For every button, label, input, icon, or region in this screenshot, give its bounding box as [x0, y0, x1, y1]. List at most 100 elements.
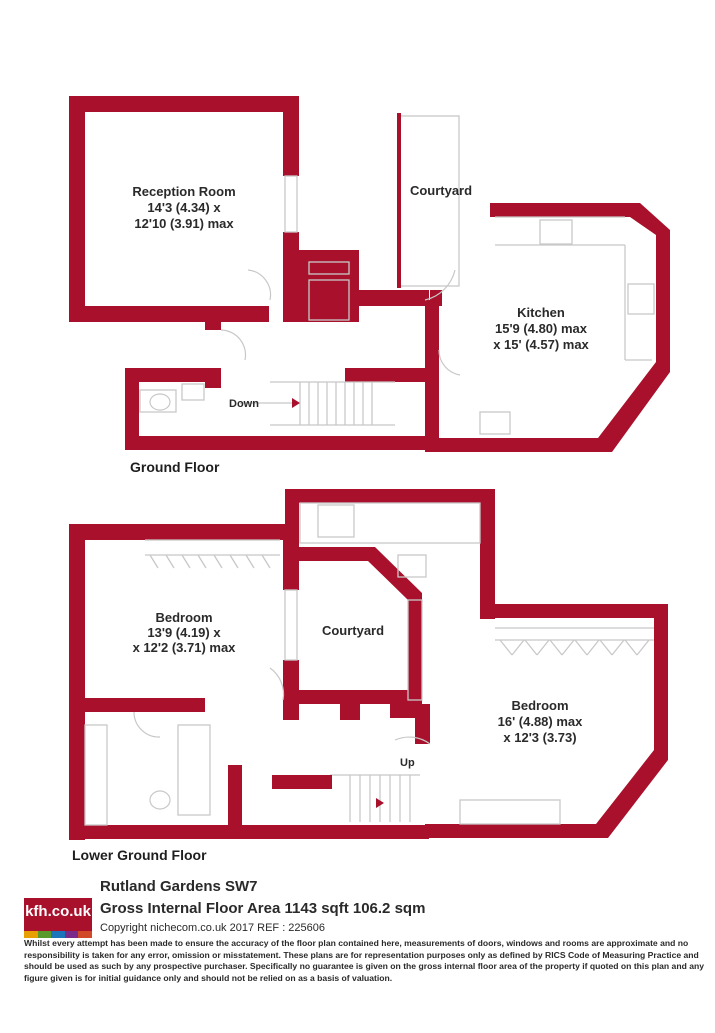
partition — [181, 554, 191, 569]
door-swing — [424, 269, 456, 301]
wall — [125, 368, 220, 382]
logo-stripe — [51, 931, 65, 938]
fixture — [398, 115, 460, 287]
logo-stripe — [64, 931, 79, 938]
logo-stripes — [24, 931, 92, 938]
partition — [586, 639, 600, 656]
partition — [524, 639, 538, 656]
door-swing — [220, 329, 247, 361]
wall — [390, 704, 420, 718]
fixture — [308, 261, 350, 275]
reception-room-dim1: 14'3 (4.34) x — [147, 200, 221, 215]
wall — [285, 489, 495, 503]
fixture — [308, 279, 350, 321]
partition — [165, 554, 175, 569]
fixture — [539, 219, 573, 245]
partition — [245, 554, 255, 569]
door-swing — [394, 736, 431, 745]
logo-text: kfh.co.uk — [25, 903, 91, 920]
partition — [574, 639, 588, 656]
wall — [397, 113, 401, 288]
fixture — [407, 599, 423, 701]
wall — [299, 690, 422, 704]
stair-up-label: Up — [400, 757, 415, 769]
partition — [511, 639, 525, 656]
floor-area: Gross Internal Floor Area 1143 sqft 106.… — [100, 900, 426, 917]
logo-stripe — [24, 931, 38, 938]
wall — [285, 489, 299, 561]
fixture — [627, 283, 655, 315]
partition — [536, 639, 550, 656]
partition — [499, 639, 513, 656]
partition — [197, 554, 207, 569]
stair-arrow-icon — [292, 398, 300, 408]
wall — [340, 700, 360, 720]
fixture — [84, 724, 108, 826]
kitchen-name: Kitchen — [517, 305, 565, 320]
toilet-icon — [149, 393, 171, 411]
partition — [624, 639, 638, 656]
wall — [125, 368, 139, 450]
toilet-icon — [149, 790, 171, 810]
wall — [272, 775, 332, 789]
partition — [549, 639, 563, 656]
wall — [69, 524, 299, 540]
wall — [299, 547, 422, 700]
copyright: Copyright nichecom.co.uk 2017 REF : 2256… — [100, 922, 326, 934]
disclaimer: Whilst every attempt has been made to en… — [24, 938, 705, 983]
bedroom1-dim2: x 12'2 (3.71) max — [133, 640, 237, 655]
logo-stripe — [78, 931, 92, 938]
door-swing — [133, 711, 161, 738]
wall — [283, 96, 299, 176]
door-swing — [438, 349, 461, 376]
stair-down-label: Down — [229, 398, 259, 410]
wall — [228, 765, 242, 825]
wall — [140, 698, 154, 712]
fixture — [177, 724, 211, 816]
reception-room-name: Reception Room — [132, 184, 235, 199]
wall — [69, 524, 85, 840]
wall — [359, 290, 429, 306]
wall — [125, 436, 425, 450]
wall — [480, 489, 495, 619]
partition — [261, 554, 271, 569]
fixture — [397, 554, 427, 578]
footer: kfh.co.uk Rutland Gardens SW7 Gross Inte… — [0, 870, 715, 1033]
wall — [345, 368, 430, 382]
partition — [599, 639, 613, 656]
wall — [69, 825, 429, 839]
lower-ground-floor-label: Lower Ground Floor — [72, 847, 207, 863]
partition — [561, 639, 575, 656]
bedroom2-dim1: 16' (4.88) max — [498, 714, 584, 729]
logo-stripe — [37, 931, 52, 938]
kfh-logo: kfh.co.uk — [24, 898, 92, 938]
fixture — [284, 175, 298, 233]
wall — [283, 232, 299, 322]
wall — [299, 250, 359, 322]
wall — [283, 660, 299, 720]
ground-courtyard-name: Courtyard — [410, 183, 472, 198]
bedroom2-dim2: x 12'3 (3.73) — [503, 730, 576, 745]
wall — [205, 368, 221, 388]
kitchen-dim2: x 15' (4.57) max — [493, 337, 589, 352]
fixture — [181, 383, 205, 401]
reception-room-dim2: 12'10 (3.91) max — [134, 216, 234, 231]
lower-courtyard-name: Courtyard — [322, 623, 384, 638]
kitchen-dim1: 15'9 (4.80) max — [495, 321, 588, 336]
partition — [636, 639, 650, 656]
partition — [611, 639, 625, 656]
partition — [149, 554, 159, 569]
bedroom1-name: Bedroom — [155, 610, 212, 625]
fixture — [479, 411, 511, 435]
wall — [69, 306, 269, 322]
fixture — [299, 502, 481, 544]
fixture — [317, 504, 355, 538]
stair-arrow-icon — [376, 798, 384, 808]
fixture — [139, 389, 177, 413]
fixture — [459, 799, 561, 825]
wall — [69, 96, 299, 112]
partition — [213, 554, 223, 569]
property-address: Rutland Gardens SW7 — [100, 878, 258, 895]
bedroom2-name: Bedroom — [511, 698, 568, 713]
door-swing — [269, 667, 285, 701]
